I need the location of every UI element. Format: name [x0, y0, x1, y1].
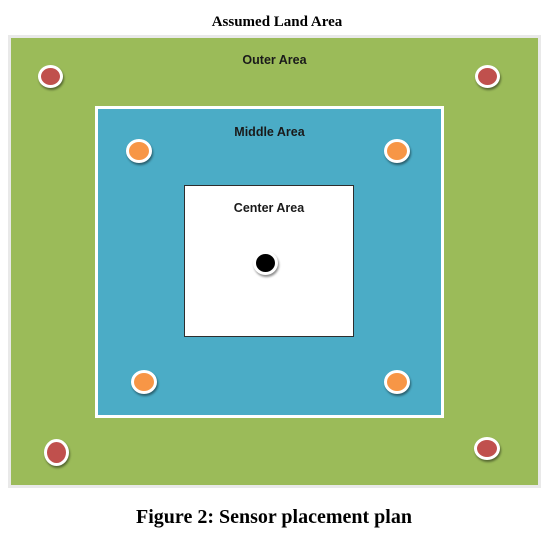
outer-sensor-bottom-left	[44, 439, 69, 466]
middle-sensor-bottom-right	[384, 370, 410, 394]
center-sensor	[253, 251, 278, 275]
middle-area-label: Middle Area	[234, 125, 305, 139]
figure-caption: Figure 2: Sensor placement plan	[136, 506, 412, 528]
outer-sensor-top-left	[38, 65, 63, 88]
middle-sensor-top-right	[384, 139, 410, 163]
outer-sensor-top-right	[475, 65, 500, 88]
diagram-title: Assumed Land Area	[211, 14, 343, 30]
center-area-label: Center Area	[233, 201, 305, 215]
outer-area-label: Outer Area	[242, 53, 307, 67]
middle-sensor-bottom-left	[131, 370, 157, 394]
middle-sensor-top-left	[126, 139, 152, 163]
outer-sensor-bottom-right	[474, 437, 500, 460]
